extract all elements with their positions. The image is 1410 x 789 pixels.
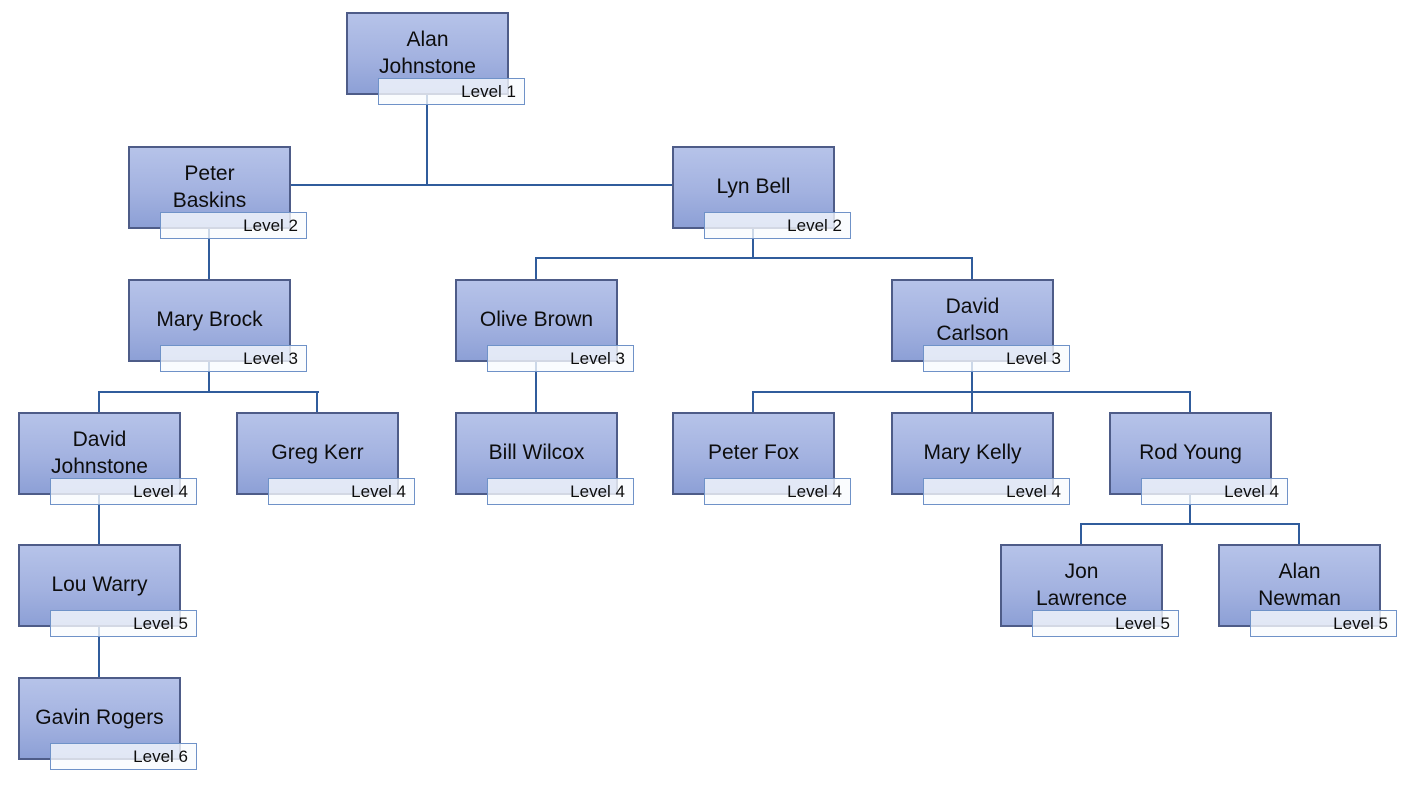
node-name-label: Peter Baskins: [172, 161, 247, 212]
level-badge-lyn-bell: Level 2: [704, 212, 851, 239]
node-name-label: Gavin Rogers: [35, 706, 164, 730]
connector-segment: [98, 627, 100, 677]
level-badge-bill-wilcox: Level 4: [487, 478, 634, 505]
level-badge-label: Level 5: [1333, 613, 1388, 633]
level-badge-greg-kerr: Level 4: [268, 478, 415, 505]
node-name-label: Mary Brock: [156, 308, 263, 332]
level-badge-gavin-rogers: Level 6: [50, 743, 197, 770]
level-badge-david-johnstone: Level 4: [50, 478, 197, 505]
level-badge-label: Level 2: [243, 215, 298, 235]
level-badge-jon-lawrence: Level 5: [1032, 610, 1179, 637]
connector-segment: [535, 362, 537, 412]
node-name-label: David Johnstone: [51, 427, 148, 478]
connector-segment: [752, 229, 754, 259]
connector-segment: [752, 391, 754, 412]
node-name-label: Bill Wilcox: [488, 441, 585, 465]
connector-segment: [426, 95, 428, 186]
level-badge-peter-baskins: Level 2: [160, 212, 307, 239]
connector-segment: [1080, 523, 1300, 525]
connector-segment: [535, 257, 973, 259]
node-name-label: David Carlson: [936, 294, 1009, 345]
level-badge-label: Level 5: [133, 613, 188, 633]
connector-segment: [971, 257, 973, 279]
level-badge-mary-kelly: Level 4: [923, 478, 1070, 505]
connector-segment: [98, 391, 319, 393]
level-badge-label: Level 3: [570, 348, 625, 368]
connector-segment: [971, 362, 973, 393]
node-name-label: Mary Kelly: [923, 441, 1022, 465]
node-name-label: Olive Brown: [479, 308, 594, 332]
connector-segment: [535, 257, 537, 279]
connector-segment: [1298, 523, 1300, 544]
level-badge-olive-brown: Level 3: [487, 345, 634, 372]
level-badge-label: Level 3: [1006, 348, 1061, 368]
level-badge-label: Level 2: [787, 215, 842, 235]
node-name-label: Alan Newman: [1258, 559, 1341, 610]
node-name-label: Jon Lawrence: [1035, 559, 1128, 610]
node-name-label: Alan Johnstone: [379, 27, 476, 78]
level-badge-label: Level 4: [351, 481, 406, 501]
level-badge-alan-newman: Level 5: [1250, 610, 1397, 637]
node-name-label: Greg Kerr: [271, 441, 364, 465]
connector-segment: [316, 391, 318, 412]
level-badge-lou-warry: Level 5: [50, 610, 197, 637]
level-badge-label: Level 4: [787, 481, 842, 501]
level-badge-label: Level 5: [1115, 613, 1170, 633]
connector-segment: [208, 362, 210, 393]
level-badge-label: Level 4: [1006, 481, 1061, 501]
level-badge-alan-johnstone: Level 1: [378, 78, 525, 105]
connector-segment: [291, 184, 672, 186]
level-badge-label: Level 6: [133, 746, 188, 766]
connector-segment: [98, 391, 100, 412]
level-badge-label: Level 1: [461, 81, 516, 101]
level-badge-label: Level 4: [133, 481, 188, 501]
connector-segment: [1080, 523, 1082, 544]
node-name-label: Lou Warry: [51, 573, 148, 597]
connector-segment: [208, 229, 210, 279]
node-name-label: Rod Young: [1139, 441, 1242, 465]
node-name-label: Peter Fox: [707, 441, 800, 465]
level-badge-label: Level 4: [1224, 481, 1279, 501]
connector-segment: [971, 391, 973, 412]
level-badge-rod-young: Level 4: [1141, 478, 1288, 505]
connector-segment: [1189, 391, 1191, 412]
level-badge-david-carlson: Level 3: [923, 345, 1070, 372]
level-badge-peter-fox: Level 4: [704, 478, 851, 505]
level-badge-label: Level 3: [243, 348, 298, 368]
connector-segment: [98, 495, 100, 544]
connector-segment: [1189, 495, 1191, 525]
node-name-label: Lyn Bell: [716, 175, 791, 199]
level-badge-label: Level 4: [570, 481, 625, 501]
level-badge-mary-brock: Level 3: [160, 345, 307, 372]
